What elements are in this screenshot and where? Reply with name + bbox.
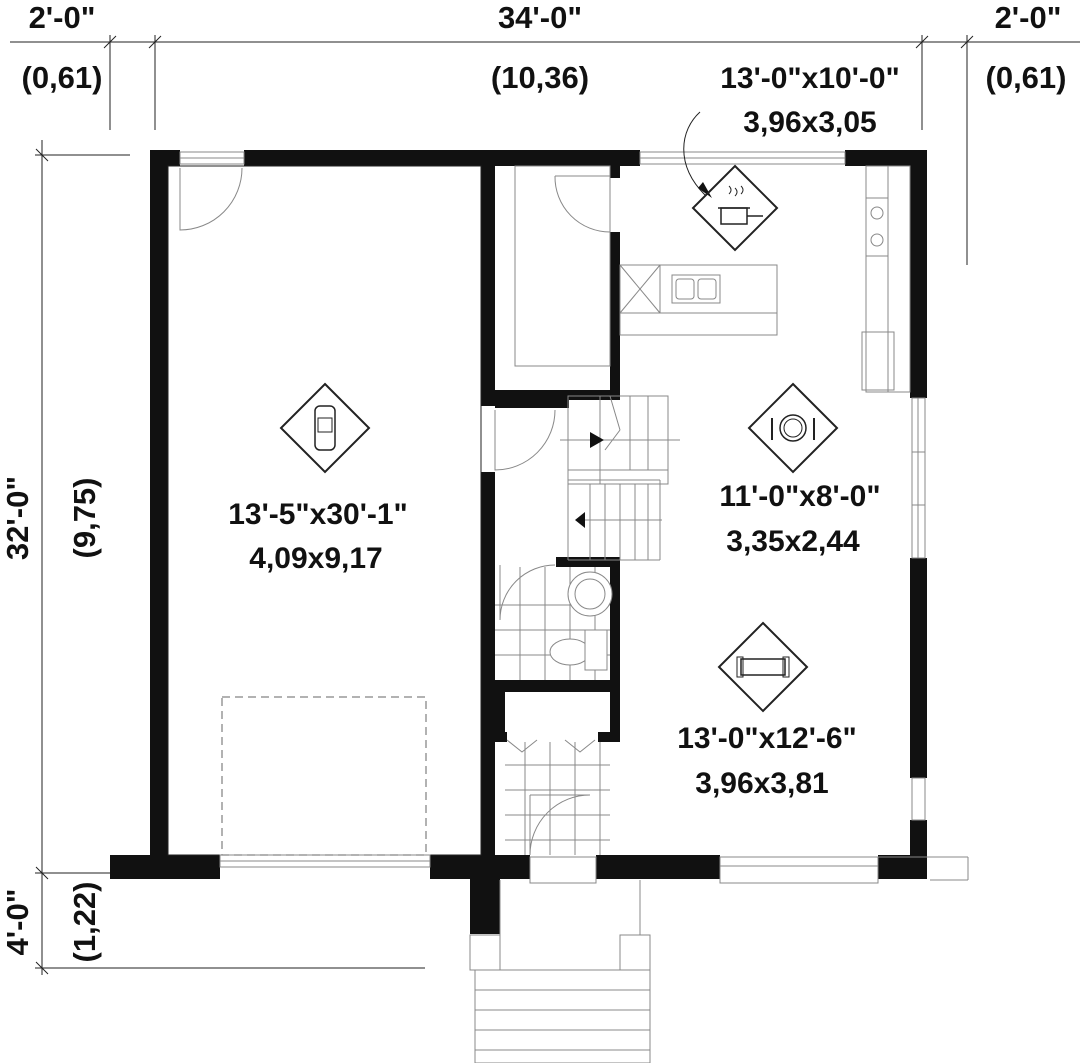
porch: [469, 880, 651, 1063]
dim-top-right-m: (0,61): [986, 60, 1067, 95]
dim-left-depth-ft: 32'-0": [0, 476, 35, 560]
interior-walls: [481, 166, 620, 856]
garage-size-ft: 13'-5"x30'-1": [228, 498, 408, 531]
living-size-m: 3,96x3,81: [695, 767, 828, 800]
stairs: [560, 395, 680, 561]
garage-size-m: 4,09x9,17: [249, 542, 382, 575]
kitchen-fixtures: [619, 165, 911, 393]
dim-top-right-ft: 2'-0": [995, 0, 1062, 35]
dim-left-depth-m: (9,75): [67, 478, 102, 559]
dining-size-m: 3,35x2,44: [726, 525, 860, 558]
exterior-walls: [110, 150, 927, 934]
kitchen-size-ft: 13'-0"x10'-0": [720, 62, 900, 95]
car-icon: [279, 382, 371, 474]
cooking-pot-icon: [691, 164, 779, 252]
dim-top-center-ft: 34'-0": [498, 0, 582, 35]
dim-top-left-m: (0,61): [22, 60, 103, 95]
plate-cutlery-icon: [747, 382, 839, 474]
kitchen-size-m: 3,96x3,05: [743, 106, 876, 139]
dimension-lines: [10, 35, 1080, 975]
dim-top-center-m: (10,36): [491, 60, 589, 95]
dim-top-left-ft: 2'-0": [29, 0, 96, 35]
windows: [179, 151, 969, 884]
doors: [179, 167, 611, 856]
living-size-ft: 13'-0"x12'-6": [677, 722, 857, 755]
dim-left-porch-ft: 4'-0": [0, 889, 35, 956]
sofa-icon: [717, 621, 809, 713]
floor-tiles: [495, 567, 613, 855]
dining-size-ft: 11'-0"x8'-0": [719, 480, 880, 513]
dim-left-porch-m: (1,22): [67, 882, 102, 963]
